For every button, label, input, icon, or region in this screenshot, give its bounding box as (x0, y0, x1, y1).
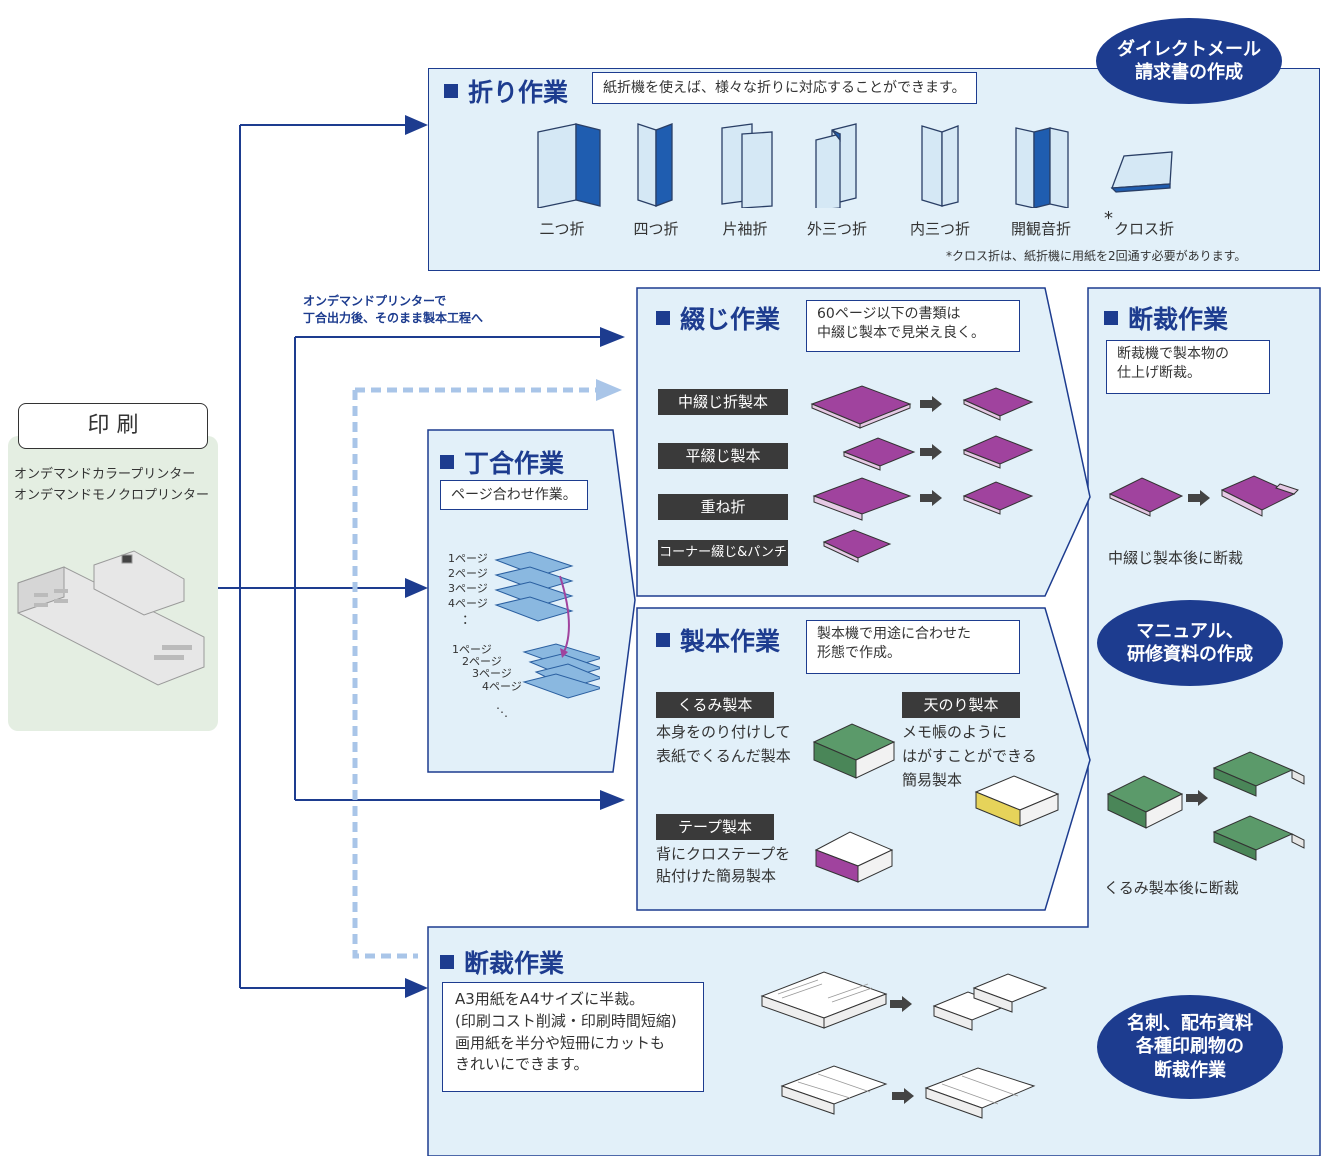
oval-cards-line3: 断裁作業 (1154, 1059, 1226, 1081)
bookmaking-note-line2: 形態で作成。 (817, 644, 901, 661)
kurumi-desc-2: 表紙でくるんだ製本 (656, 747, 791, 765)
bookmaking-heading: 製本作業 (656, 622, 780, 658)
oval-cards-line1: 名刺、配布資料 (1127, 1012, 1253, 1034)
four-fold-icon (637, 123, 673, 207)
fold-label-4: 内三つ折 (909, 220, 970, 238)
gate-fold-icon (1015, 127, 1069, 208)
tennori-desc-3: 簡易製本 (902, 771, 963, 789)
kurumi-desc-1: 本身をのり付けして (656, 723, 791, 741)
heading-square-icon (444, 84, 458, 98)
single-gate-fold-icon (721, 123, 773, 208)
tape-desc-1: 背にクロステープを (656, 845, 791, 863)
heading-square-icon (440, 955, 454, 969)
cross-fold-icon (1110, 151, 1173, 193)
oval-manual: マニュアル、 研修資料の作成 (1097, 600, 1283, 686)
paper-cut-illustrations (760, 971, 1048, 1119)
fold-label-6: クロス折 (1113, 220, 1174, 238)
cutting-bottom-note: A3用紙をA4サイズに半裁。 (印刷コスト削減・印刷時間短縮) 画用紙を半分や短… (442, 982, 704, 1092)
collating-page-top-3: 4ページ (448, 597, 488, 610)
cut-saddle-illustration (1108, 475, 1299, 517)
cutting-bottom-line4: きれいにできます。 (455, 1055, 589, 1074)
oval-dm-line2: 請求書の作成 (1135, 62, 1243, 83)
fold-label-1: 四つ折 (633, 220, 679, 238)
heading-square-icon (440, 455, 454, 469)
fold-label-0: 二つ折 (539, 220, 585, 238)
collating-sheets-illustration: ⋱ (494, 551, 600, 718)
cutting-caption-saddle: 中綴じ製本後に断裁 (1108, 549, 1244, 567)
label-tennori: 天のり製本 (902, 692, 1020, 718)
folding-heading: 折り作業 (444, 73, 568, 109)
cutting-bottom-heading: 断裁作業 (440, 944, 564, 980)
arrow-note-line2: 丁合出力後、そのまま製本工程へ (303, 311, 484, 325)
heading-square-icon (1104, 311, 1118, 325)
printer-machine-illustration (17, 550, 205, 686)
collating-note: ページ合わせ作業。 (440, 480, 588, 510)
binding-label-saddle: 中綴じ折製本 (658, 389, 788, 415)
binding-note-line2: 中綴じ製本で見栄え良く。 (817, 324, 985, 341)
cutting-bottom-line3: 画用紙を半分や短冊にカットも (455, 1033, 666, 1052)
cutting-right-heading: 断裁作業 (1104, 300, 1228, 336)
printer-color: オンデマンドカラープリンター (14, 467, 196, 482)
print-title-box: 印 刷 (18, 403, 208, 449)
heading-square-icon (656, 311, 670, 325)
collating-page-bottom-3: 4ページ (482, 680, 522, 693)
cutting-bottom-line2: (印刷コスト削減・印刷時間短縮) (455, 1011, 677, 1030)
binding-heading: 綴じ作業 (656, 300, 780, 336)
tennori-desc-2: はがすことができる (902, 747, 1037, 765)
oval-manual-line1: マニュアル、 (1136, 620, 1244, 642)
collating-heading: 丁合作業 (440, 444, 564, 480)
label-kurumi: くるみ製本 (656, 692, 774, 718)
tape-desc-2: 貼付けた簡易製本 (656, 867, 777, 885)
two-fold-icon (537, 123, 601, 208)
label-tape: テープ製本 (656, 814, 774, 840)
collating-dots: ： (462, 613, 476, 628)
bookmaking-illustrations (812, 723, 1060, 883)
collating-page-top-1: 2ページ (448, 567, 488, 580)
collating-page-top-2: 3ページ (448, 582, 488, 595)
fold-label-2: 片袖折 (722, 220, 768, 238)
binding-label-stack: 重ね折 (658, 494, 788, 520)
bookmaking-note-line1: 製本機で用途に合わせた (817, 626, 971, 642)
binding-label-flat: 平綴じ製本 (658, 443, 788, 469)
fold-label-5: 開観音折 (1010, 220, 1071, 238)
binding-note-line1: 60ページ以下の書類は (817, 306, 961, 322)
cutting-right-note: 断裁機で製本物の 仕上げ断裁。 (1106, 340, 1270, 394)
letter-fold-icon (921, 125, 959, 207)
folding-note: 紙折機を使えば、様々な折りに対応することができます。 (592, 72, 977, 104)
cutting-caption-kurumi: くるみ製本後に断裁 (1104, 879, 1239, 897)
folding-footnote: *クロス折は、紙折機に用紙を2回通す必要があります。 (946, 249, 1247, 263)
cut-kurumi-illustration (1106, 751, 1305, 861)
bookmaking-note: 製本機で用途に合わせた 形態で作成。 (806, 620, 1020, 674)
oval-direct-mail: ダイレクトメール 請求書の作成 (1096, 18, 1282, 104)
oval-dm-line1: ダイレクトメール (1117, 38, 1261, 60)
binding-label-corner: コーナー綴じ&パンチ (658, 540, 788, 566)
printer-mono: オンデマンドモノクロプリンター (14, 488, 210, 503)
oval-business-cards: 名刺、配布資料 各種印刷物の 断裁作業 (1097, 995, 1283, 1099)
cutting-right-note-line1: 断裁機で製本物の (1117, 346, 1229, 362)
svg-text:⋱: ⋱ (496, 705, 508, 718)
collating-page-bottom-0: 1ページ (452, 643, 492, 656)
tennori-desc-1: メモ帳のように (902, 723, 1008, 741)
binding-note: 60ページ以下の書類は 中綴じ製本で見栄え良く。 (806, 300, 1020, 352)
cutting-right-note-line2: 仕上げ断裁。 (1117, 364, 1201, 381)
oval-cards-line2: 各種印刷物の (1136, 1036, 1244, 1058)
arrow-note-line1: オンデマンドプリンターで (303, 294, 447, 308)
fold-icons (537, 123, 1173, 208)
binding-illustrations (810, 385, 1034, 563)
collating-page-bottom-1: 2ページ (462, 655, 502, 668)
oval-manual-line2: 研修資料の作成 (1127, 644, 1253, 665)
fold-label-3: 外三つ折 (806, 220, 867, 238)
z-fold-icon (815, 123, 857, 208)
cutting-bottom-line1: A3用紙をA4サイズに半裁。 (455, 990, 645, 1008)
collating-page-bottom-2: 3ページ (472, 667, 512, 680)
cross-fold-asterisk: * (1104, 208, 1113, 229)
collating-page-top-0: 1ページ (448, 552, 488, 565)
heading-square-icon (656, 633, 670, 647)
